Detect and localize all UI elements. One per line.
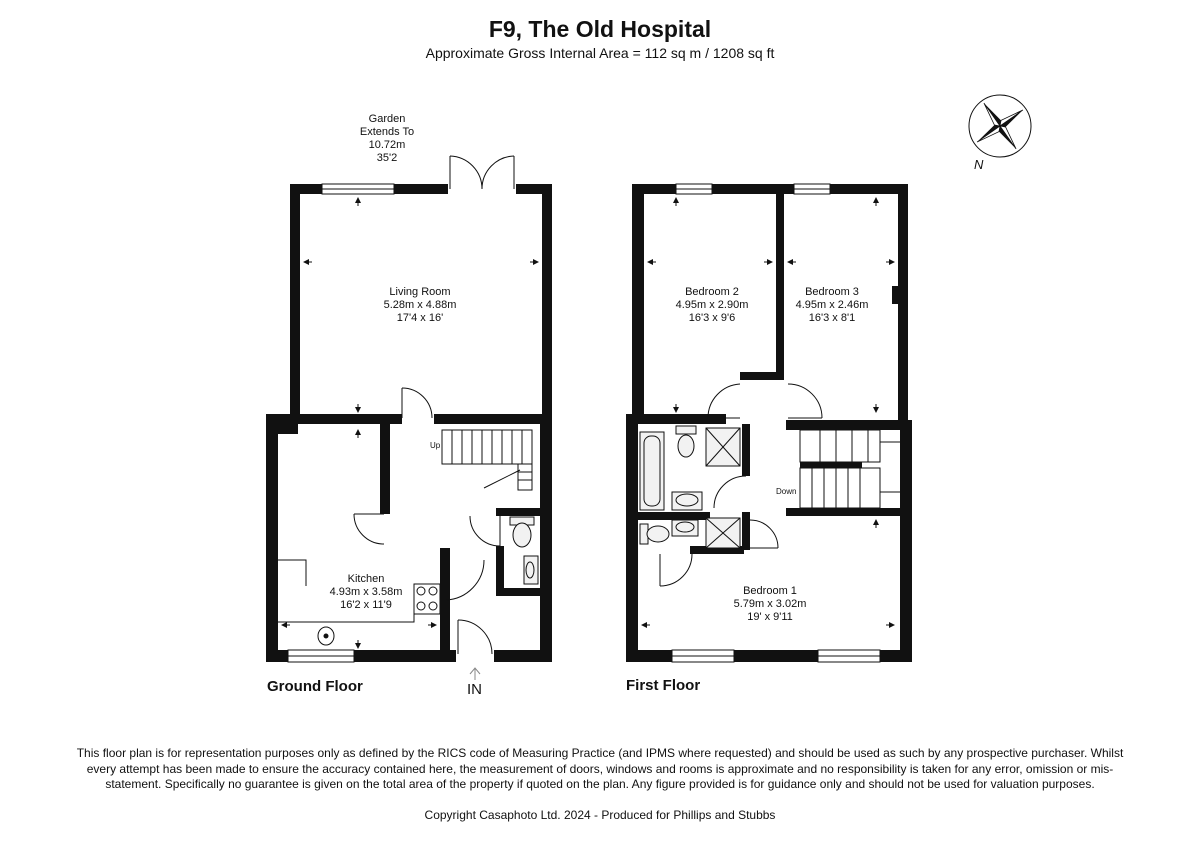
floor-plan-drawing: N Garden Extends To 10.72m 35'2 Living R…: [266, 94, 1032, 698]
compass-rose-icon: [968, 94, 1032, 158]
dimension-arrows: [281, 197, 539, 649]
garden-label-line1: Garden: [369, 113, 406, 125]
basin-icon: [671, 491, 703, 511]
kitchen-name: Kitchen: [348, 573, 385, 585]
living-room-imperial: 17'4 x 16': [397, 312, 443, 324]
shower-icon: [705, 517, 741, 549]
bedroom-1-name: Bedroom 1: [743, 585, 797, 597]
copyright-text: Copyright Casaphoto Ltd. 2024 - Produced…: [424, 808, 776, 822]
shower-icon: [705, 427, 741, 467]
toilet-icon: [675, 425, 697, 458]
stairs-down-label: Down: [776, 487, 796, 496]
disclaimer-text: This floor plan is for representation pu…: [76, 746, 1124, 791]
first-floor-doors: [659, 383, 823, 587]
window: [321, 183, 395, 195]
kitchen-walls: [266, 414, 552, 662]
toilet-icon: [639, 523, 670, 545]
middle-walls: [266, 414, 552, 434]
dimension-arrows: [641, 197, 895, 628]
bedroom-1-imperial: 19' x 9'11: [747, 611, 793, 623]
bedroom-1-metric: 5.79m x 3.02m: [734, 598, 807, 610]
stairs-up: [441, 429, 533, 491]
window: [287, 649, 355, 663]
bedroom-3-imperial: 16'3 x 8'1: [809, 312, 855, 324]
bedroom-3-metric: 4.95m x 2.46m: [796, 299, 869, 311]
stairs-up-label: Up: [430, 441, 441, 450]
first-floor-windows: [671, 183, 881, 663]
bedroom-3-name: Bedroom 3: [805, 286, 859, 298]
bath-icon: [639, 431, 665, 511]
kitchen-imperial: 16'2 x 11'9: [340, 599, 392, 611]
stairs-down: [799, 429, 900, 509]
kitchen-metric: 4.93m x 3.58m: [330, 586, 403, 598]
kitchen-worktop: [278, 559, 441, 623]
toilet-icon: [509, 516, 535, 548]
entrance-label: IN: [467, 681, 482, 698]
bedroom-2-metric: 4.95m x 2.90m: [676, 299, 749, 311]
bedroom-2-name: Bedroom 2: [685, 286, 739, 298]
living-room-metric: 5.28m x 4.88m: [384, 299, 457, 311]
entrance-arrow-icon: [469, 667, 481, 680]
hob-icon: [416, 586, 438, 611]
garden-label-line4: 35'2: [377, 152, 397, 164]
garden-label-line2: Extends To: [360, 126, 414, 138]
ground-floor-plan: [266, 155, 552, 680]
area-subtitle: Approximate Gross Internal Area = 112 sq…: [425, 45, 775, 61]
first-floor-plan: [626, 183, 912, 663]
bedroom-2-imperial: 16'3 x 9'6: [689, 312, 735, 324]
compass-north-label: N: [974, 157, 984, 172]
garden-label-line3: 10.72m: [369, 139, 406, 151]
ground-floor-doors: [353, 387, 521, 655]
basin-icon: [671, 519, 699, 537]
plan-title: F9, The Old Hospital: [488, 16, 712, 42]
wc-walls: [496, 508, 542, 596]
first-floor-label: First Floor: [626, 677, 700, 694]
ground-floor-label: Ground Floor: [267, 678, 363, 695]
french-doors: [449, 155, 515, 190]
living-room-name: Living Room: [389, 286, 450, 298]
sink-icon: [317, 626, 335, 646]
basin-icon: [523, 555, 539, 585]
